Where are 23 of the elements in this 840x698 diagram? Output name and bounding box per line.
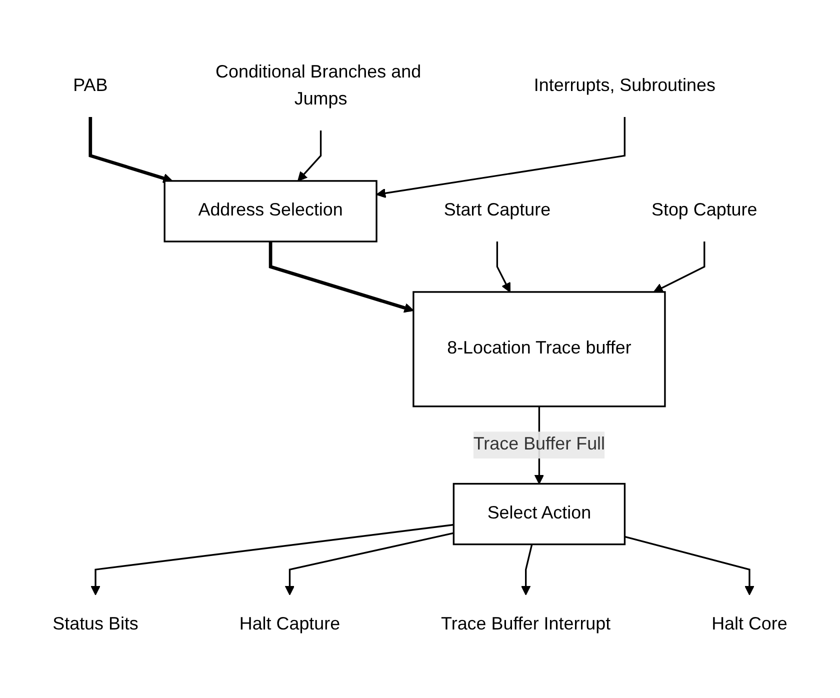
arrow	[298, 130, 322, 182]
node-text: Status Bits	[52, 614, 138, 634]
node-box: Select Action	[452, 482, 626, 545]
node-text: Start Capture	[444, 200, 551, 220]
node-text: Halt Capture	[239, 614, 340, 634]
node-text: Stop Capture	[652, 200, 758, 220]
arrow	[268, 241, 414, 313]
node-text: PAB	[73, 76, 108, 96]
node-box: Address Selection	[164, 180, 378, 242]
node-text: Conditional Branches and Jumps	[216, 62, 422, 109]
node-text: Halt Core	[712, 614, 788, 634]
arrow	[624, 536, 754, 596]
arrow	[496, 241, 510, 292]
arrow	[284, 532, 454, 596]
arrow	[90, 524, 454, 596]
arrow	[653, 241, 706, 292]
arrow	[376, 116, 626, 198]
arrow	[88, 116, 173, 183]
node-box: 8-Location Trace buffer	[412, 290, 666, 408]
arrow	[520, 544, 533, 596]
node-text: Interrupts, Subroutines	[534, 76, 716, 96]
edge-label: Trace Buffer Full	[473, 434, 606, 454]
node-text: Trace Buffer Interrupt	[441, 614, 611, 634]
